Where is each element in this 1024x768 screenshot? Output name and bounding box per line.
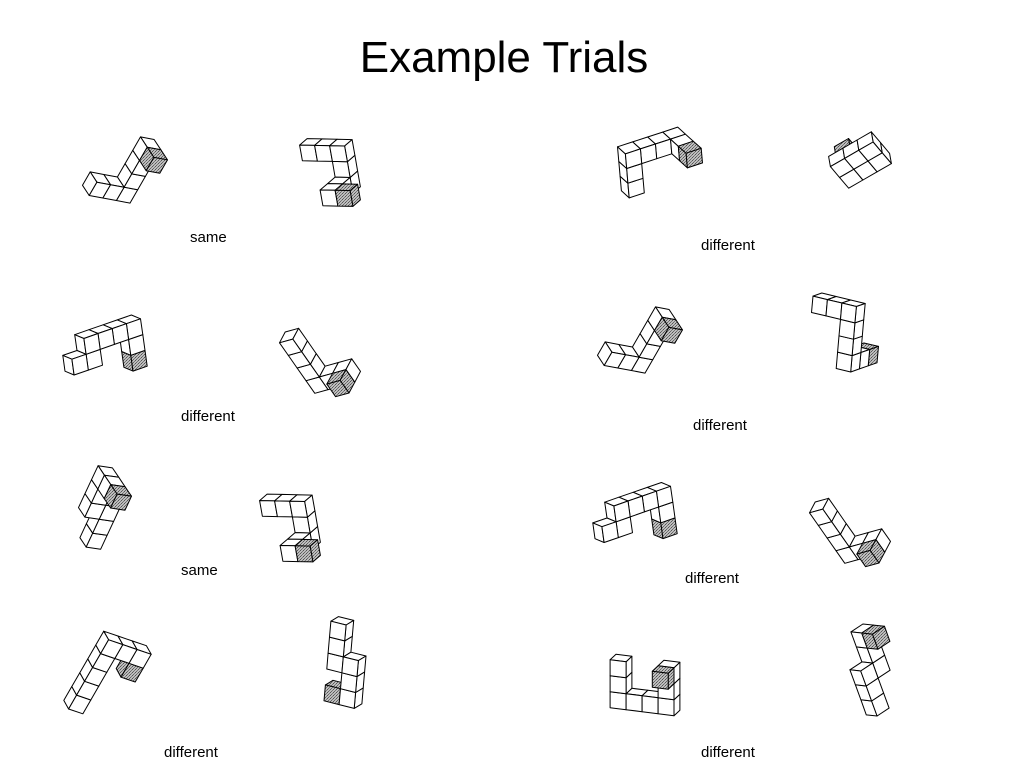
cube-face [641,695,659,715]
trial-1-figure-left [82,136,168,204]
cube-face [100,639,124,659]
cube-face [601,521,619,543]
trial-4-figure-left [597,306,683,374]
cube-face [609,675,627,695]
cube-face [331,160,351,178]
trial-7-answer: different [164,744,218,761]
trial-8-answer: different [701,744,755,761]
shaded-cube-face [685,147,703,169]
cube-face [624,148,643,169]
trial-7-figure-left [63,630,152,715]
trial-6-answer: different [685,570,739,587]
cube-face [289,500,308,518]
trial-8-figure-left [609,653,681,717]
cube-face [83,333,101,355]
cube-face [809,508,833,526]
trial-2-figure-left [617,126,703,199]
cube-face [811,295,828,317]
trial-5-figure-right [259,493,321,563]
shaded-cube-face [323,684,341,706]
cube-face [609,691,627,711]
trial-7-figure-right [323,616,367,709]
cube-face [279,338,303,356]
trial-4-answer: different [693,417,747,434]
trial-1-answer: same [190,229,227,246]
shaded-cube-face [872,625,891,650]
cube-face [71,353,89,376]
cube-face [860,662,879,687]
trial-6-figure-left [592,482,678,543]
trial-3-figure-left [62,314,148,376]
cube-face [657,697,675,717]
shaded-cube-face [334,189,354,207]
trial-5-figure-left [78,465,132,550]
cube-face [613,500,631,523]
cube-face [329,620,347,642]
cube-face [625,693,643,713]
trial-3-figure-right [279,327,361,398]
trial-5-answer: same [181,562,218,579]
cube-face [858,141,883,162]
cube-face [341,656,359,678]
trial-8-figure-right [849,623,891,717]
shaded-cube-face [326,379,350,398]
page-title: Example Trials [359,33,649,82]
cube-face [88,181,111,199]
cube-face [825,299,843,320]
shaded-cube-face [145,156,168,174]
trial-4-figure-right [811,292,879,373]
cube-face [609,659,627,679]
shaded-cube-face [856,549,880,568]
shaded-cube-face [651,670,669,690]
trial-6-figure-right [809,497,891,568]
shaded-cube-face [294,545,314,563]
cube-face [840,302,857,324]
cube-face [329,145,348,163]
trial-2-answer: different [701,237,755,254]
shaded-cube-face [110,493,132,511]
trial-2-figure-right [828,131,892,189]
cube-face [603,351,626,369]
trial-1-figure-right [299,138,361,207]
shaded-cube-face [660,326,683,344]
cube-face [291,516,311,534]
trial-3-answer: different [181,408,235,425]
